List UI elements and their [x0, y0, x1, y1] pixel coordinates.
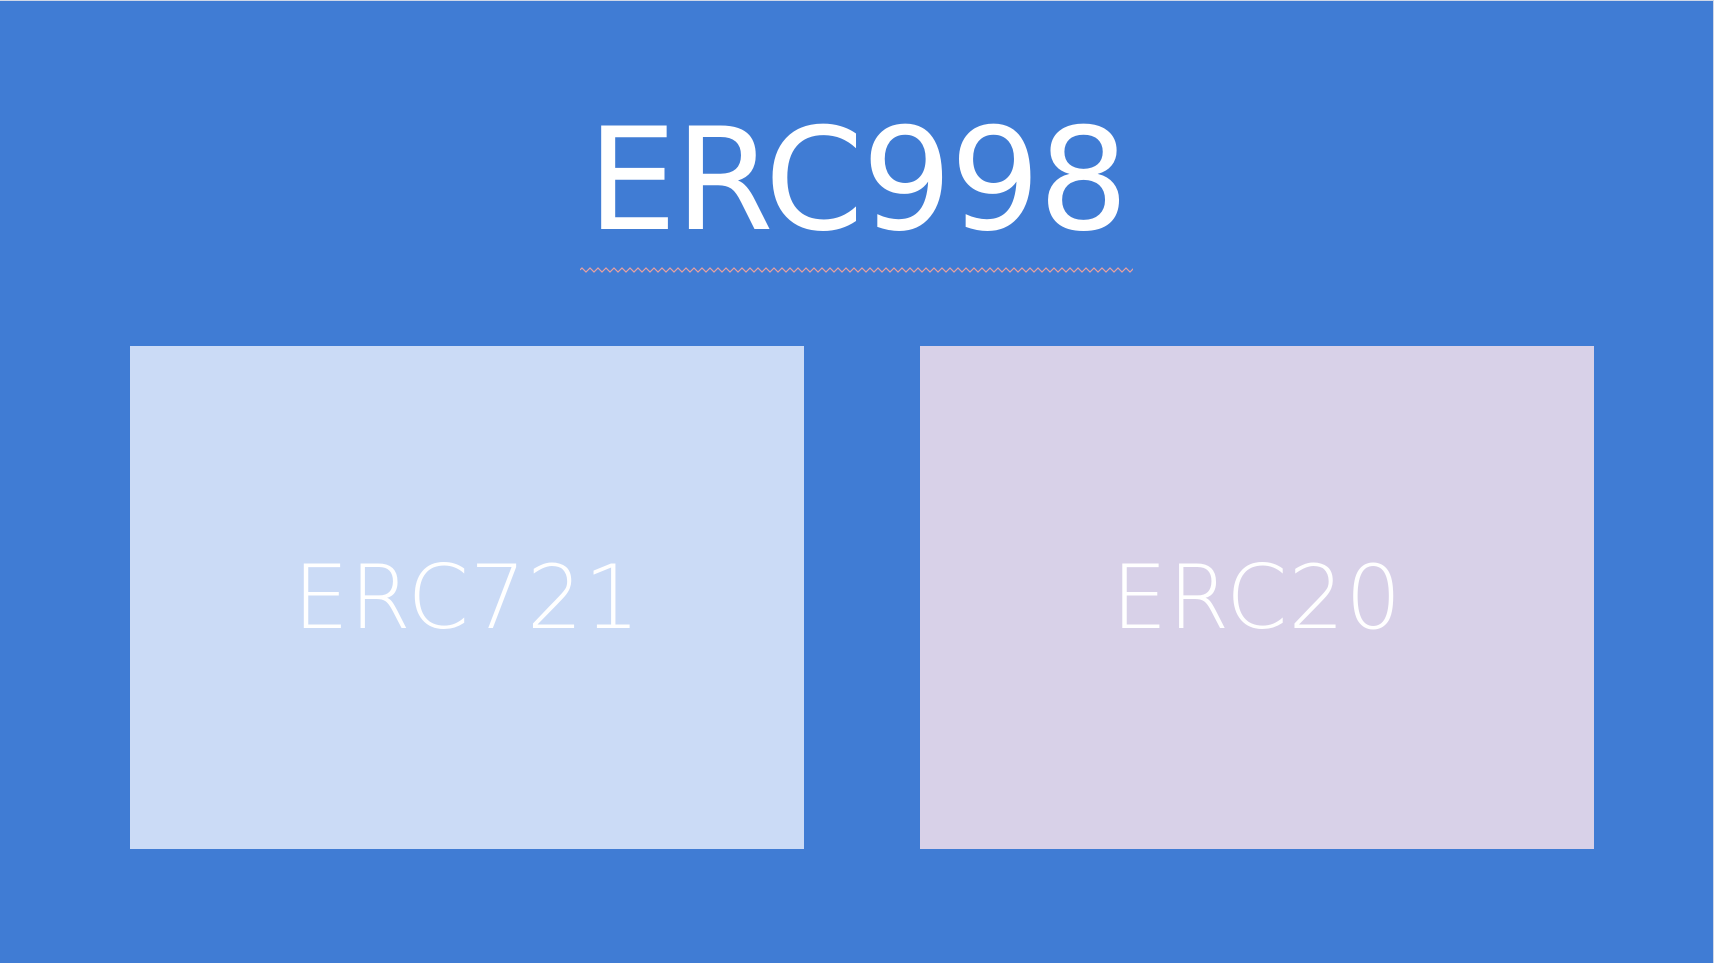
- spellcheck-underline: [580, 267, 1133, 273]
- slide-title[interactable]: ERC998: [587, 98, 1129, 263]
- erc20-label: ERC20: [1111, 546, 1403, 649]
- erc721-box[interactable]: ERC721: [130, 346, 804, 849]
- erc20-box[interactable]: ERC20: [920, 346, 1594, 849]
- erc721-label: ERC721: [293, 546, 641, 649]
